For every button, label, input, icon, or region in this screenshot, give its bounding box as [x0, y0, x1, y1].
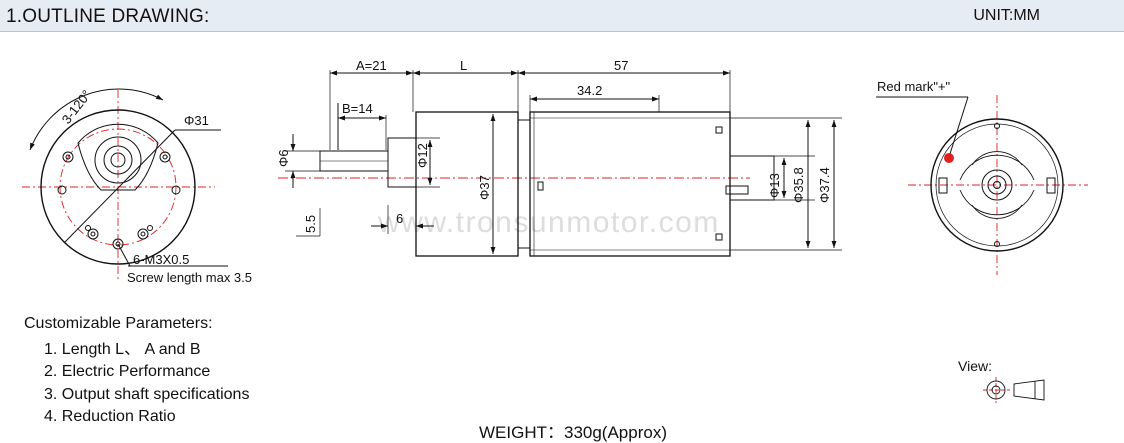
- section-header: 1.OUTLINE DRAWING: UNIT:MM: [0, 0, 1124, 32]
- phi6-label: Φ6: [276, 149, 291, 167]
- unit-label: UNIT:MM: [973, 7, 1040, 24]
- dim-5-5: 5.5: [303, 215, 318, 233]
- red-mark-label: Red mark"+": [877, 79, 951, 94]
- param-item: 2. Electric Performance: [44, 363, 211, 380]
- watermark: www.tronsunmotor.com: [377, 206, 720, 239]
- param-item: 3. Output shaft specifications: [44, 385, 250, 403]
- dim-a: A=21: [356, 58, 387, 73]
- side-view: [278, 70, 842, 257]
- screw-note: Screw length max 3.5: [127, 270, 252, 285]
- dim-57: 57: [614, 58, 628, 73]
- projection-view-icon: [983, 377, 1045, 403]
- front-view: [22, 88, 228, 282]
- section-title: 1.OUTLINE DRAWING:: [6, 6, 210, 27]
- dim-b: B=14: [342, 101, 373, 116]
- dim-l: L: [460, 58, 467, 73]
- holes-label: 6-M3X0.5: [133, 252, 189, 267]
- weight-label: WEIGHT：330g(Approx): [479, 423, 667, 442]
- phi35-8-label: Φ35.8: [791, 167, 806, 203]
- phi12-label: Φ12: [415, 143, 430, 168]
- phi37-4-label: Φ37.4: [817, 167, 832, 203]
- phi13-label: Φ13: [767, 173, 782, 198]
- customizable-parameters: Customizable Parameters: 1. Length L、 A …: [24, 313, 249, 429]
- param-item: 1. Length L、 A and B: [44, 340, 201, 358]
- red-mark-dot: [944, 153, 954, 163]
- params-heading: Customizable Parameters:: [24, 315, 213, 332]
- view-label: View:: [958, 358, 992, 374]
- mount-holes: [57, 151, 181, 250]
- back-view: [876, 95, 1088, 275]
- outline-drawing: 3-120° Φ31 6-M3X0.5 Screw length max 3.5…: [22, 58, 1088, 403]
- front-diameter-label: Φ31: [184, 113, 209, 128]
- phi37-label: Φ37: [477, 175, 492, 200]
- param-item: 4. Reduction Ratio: [44, 408, 176, 425]
- dim-34-2: 34.2: [577, 83, 602, 98]
- dim-6: 6: [396, 211, 403, 226]
